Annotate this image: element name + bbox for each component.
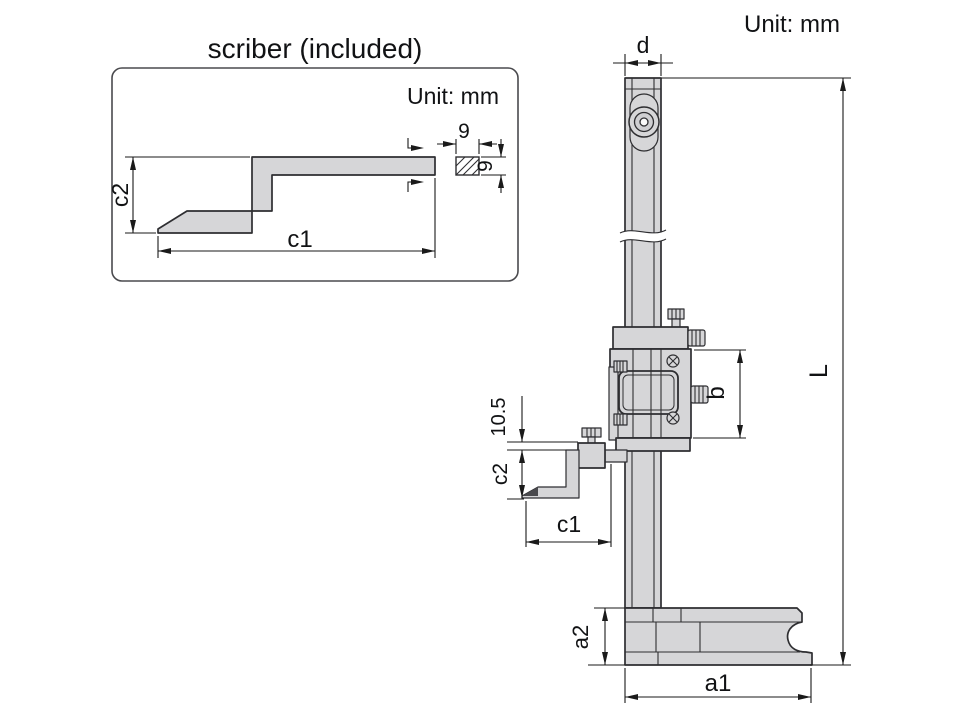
screw-top xyxy=(666,354,680,368)
dim-b: b xyxy=(693,349,746,439)
dim-offset-10-5: 10.5 xyxy=(488,396,578,443)
detail-dim-label-section-height: 9 xyxy=(474,160,497,172)
dim-label-a1: a1 xyxy=(705,670,732,697)
main-unit-label: Unit: mm xyxy=(744,11,840,38)
dim-label-c2-main: c2 xyxy=(489,463,512,485)
clamp-bracket xyxy=(604,449,628,463)
scriber-detail-view: scriber (included) Unit: mm c2 c1 xyxy=(107,33,519,282)
mounted-scriber xyxy=(521,449,580,499)
pulley xyxy=(628,93,660,152)
detail-dim-label-c2: c2 xyxy=(107,183,133,207)
detail-box-frame xyxy=(111,67,519,282)
detail-title: scriber (included) xyxy=(208,33,423,64)
scriber-cross-section xyxy=(455,156,480,176)
scriber-profile xyxy=(157,156,436,234)
side-knob-middle xyxy=(690,385,709,404)
fine-adjust-carriage xyxy=(612,308,706,350)
dim-label-L: L xyxy=(805,364,833,378)
knurled-nut-lower xyxy=(613,413,628,426)
dim-c1-main: c1 xyxy=(525,464,612,547)
detail-dim-label-c1: c1 xyxy=(287,226,312,253)
slider-collar xyxy=(615,437,691,452)
detail-dim-label-section-width: 9 xyxy=(458,120,470,143)
section-arrow-marks xyxy=(407,138,424,192)
scriber-clamp xyxy=(577,427,606,469)
knurled-nut-upper xyxy=(613,360,628,373)
dim-a2: a2 xyxy=(568,607,625,666)
dim-a1: a1 xyxy=(624,668,812,703)
dim-L: L xyxy=(661,77,851,666)
column-break xyxy=(619,229,667,243)
dim-c2-main: c2 xyxy=(489,449,566,500)
slider-assembly xyxy=(521,308,709,499)
dim-d: d xyxy=(613,32,673,76)
dim-label-b: b xyxy=(703,386,730,399)
dim-label-a2: a2 xyxy=(568,625,593,649)
height-gauge-main-view: Unit: mm d xyxy=(488,11,851,703)
base xyxy=(624,607,813,666)
dim-label-c1-main: c1 xyxy=(557,511,581,537)
detail-unit-label: Unit: mm xyxy=(407,83,499,109)
left-clamp-strip xyxy=(608,366,619,441)
dim-label-d: d xyxy=(637,32,650,58)
screw-bottom xyxy=(666,411,680,425)
dim-label-offset: 10.5 xyxy=(488,398,510,437)
vernier-window xyxy=(618,370,679,415)
